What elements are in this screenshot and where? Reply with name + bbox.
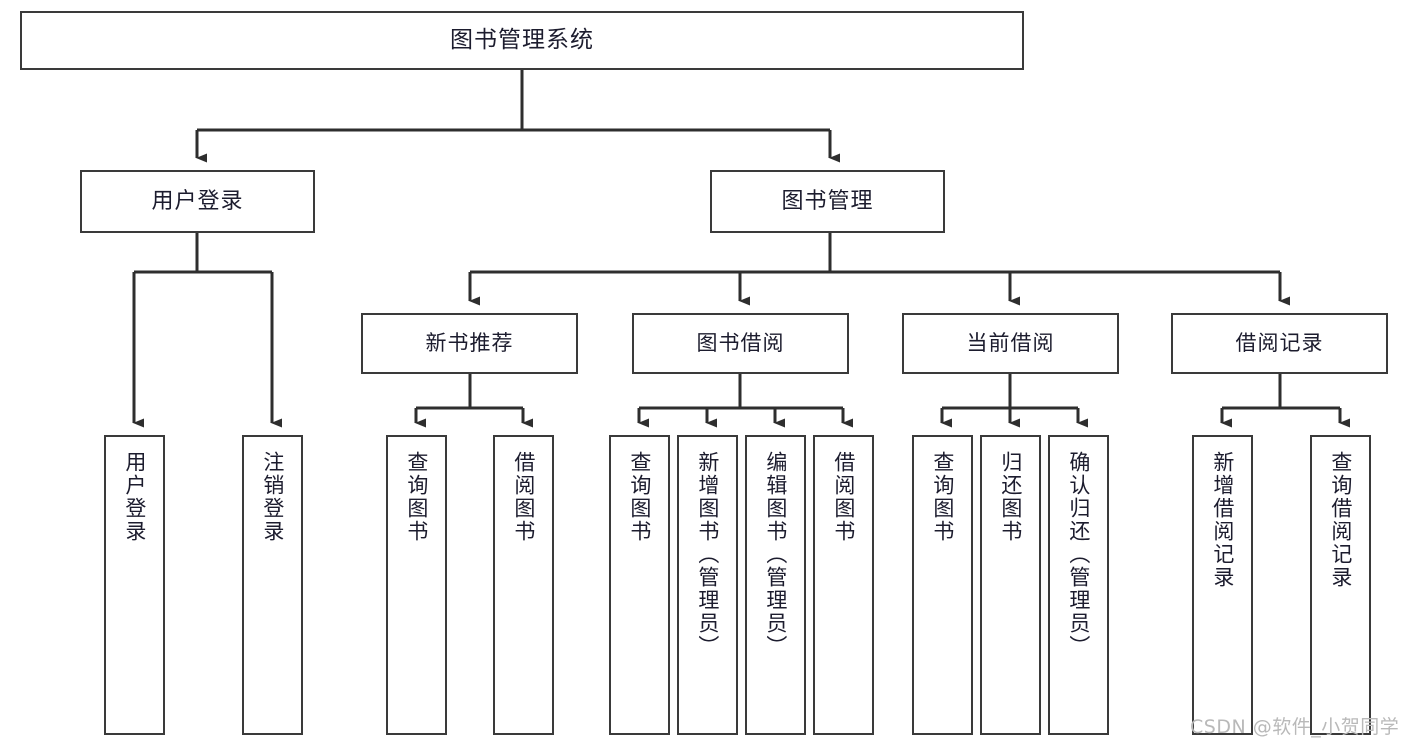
leaf-user-logout[interactable]: 注销登录 xyxy=(242,435,303,735)
node-label: 查询借阅记录 xyxy=(1328,451,1353,589)
node-label: 图书管理 xyxy=(781,188,874,214)
node-label: 编辑图书（管理员） xyxy=(763,451,788,658)
node-label: 用户登录 xyxy=(151,188,244,214)
node-current-borrow[interactable]: 当前借阅 xyxy=(902,313,1119,374)
node-borrow-record[interactable]: 借阅记录 xyxy=(1171,313,1388,374)
node-label: 注销登录 xyxy=(260,451,285,543)
node-label: 图书借阅 xyxy=(696,331,785,356)
node-label: 图书管理系统 xyxy=(450,27,594,54)
leaf-record-add[interactable]: 新增借阅记录 xyxy=(1192,435,1253,735)
node-label: 新增图书（管理员） xyxy=(695,451,720,658)
leaf-record-query[interactable]: 查询借阅记录 xyxy=(1310,435,1371,735)
leaf-current-query-book[interactable]: 查询图书 xyxy=(912,435,973,735)
node-label: 查询图书 xyxy=(627,451,652,543)
node-label: 查询图书 xyxy=(930,451,955,543)
leaf-user-login[interactable]: 用户登录 xyxy=(104,435,165,735)
leaf-current-confirm-return[interactable]: 确认归还（管理员） xyxy=(1048,435,1109,735)
node-label: 新书推荐 xyxy=(425,331,514,356)
leaf-recommend-query-book[interactable]: 查询图书 xyxy=(386,435,447,735)
node-book-borrow[interactable]: 图书借阅 xyxy=(632,313,849,374)
node-label: 新增借阅记录 xyxy=(1210,451,1235,589)
node-label: 用户登录 xyxy=(122,451,147,543)
leaf-recommend-borrow-book[interactable]: 借阅图书 xyxy=(493,435,554,735)
leaf-borrow-query-book[interactable]: 查询图书 xyxy=(609,435,670,735)
node-label: 确认归还（管理员） xyxy=(1066,451,1091,658)
node-user-login[interactable]: 用户登录 xyxy=(80,170,315,233)
node-root-system[interactable]: 图书管理系统 xyxy=(20,11,1024,70)
node-label: 查询图书 xyxy=(404,451,429,543)
node-label: 当前借阅 xyxy=(966,331,1055,356)
leaf-borrow-edit-book[interactable]: 编辑图书（管理员） xyxy=(745,435,806,735)
node-book-management[interactable]: 图书管理 xyxy=(710,170,945,233)
node-label: 归还图书 xyxy=(998,451,1023,543)
leaf-current-return-book[interactable]: 归还图书 xyxy=(980,435,1041,735)
node-label: 借阅图书 xyxy=(831,451,856,543)
node-new-book-recommend[interactable]: 新书推荐 xyxy=(361,313,578,374)
node-label: 借阅记录 xyxy=(1235,331,1324,356)
csdn-watermark: CSDN @软件_小贺同学 xyxy=(1190,716,1400,738)
leaf-borrow-borrow-book[interactable]: 借阅图书 xyxy=(813,435,874,735)
node-label: 借阅图书 xyxy=(511,451,536,543)
leaf-borrow-add-book[interactable]: 新增图书（管理员） xyxy=(677,435,738,735)
